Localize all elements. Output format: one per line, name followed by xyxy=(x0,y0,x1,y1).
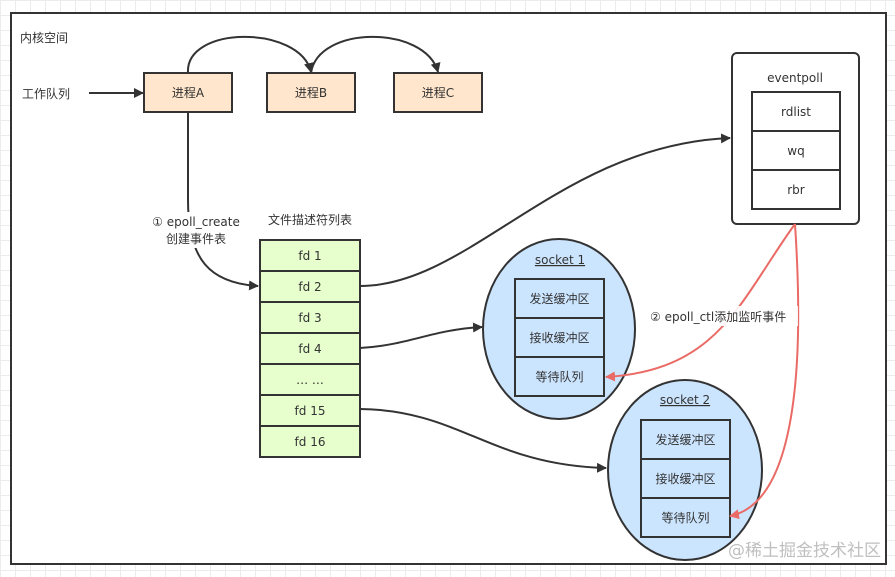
socket-field[interactable]: 接收缓冲区 xyxy=(514,317,605,358)
fd-row-cell xyxy=(259,301,361,334)
eventpoll-title: eventpoll xyxy=(767,71,823,85)
eventpoll-field-cell xyxy=(751,91,841,132)
fd2-to-eventpoll-arrow xyxy=(359,133,731,287)
socket-field[interactable]: 等待队列 xyxy=(514,356,605,397)
fd-row-cell xyxy=(259,363,361,396)
process-a-label: 进程A xyxy=(172,85,205,100)
eventpoll-box[interactable]: eventpoll rdlist wq rbr xyxy=(731,52,860,225)
fd-row[interactable]: fd 3 xyxy=(259,301,361,334)
epoll-create-label-bg xyxy=(148,212,244,248)
fd-row-label: fd 3 xyxy=(298,311,321,325)
process-a-to-b-arrow xyxy=(186,36,314,74)
socket-field[interactable]: 发送缓冲区 xyxy=(514,278,605,319)
process-a[interactable]: 进程A xyxy=(143,72,233,113)
watermark: @稀土掘金技术社区 xyxy=(728,541,881,561)
socket-field-label: 发送缓冲区 xyxy=(655,432,715,447)
eventpoll-field-cell xyxy=(751,169,841,210)
fd-table-title: 文件描述符列表 xyxy=(268,212,352,227)
fd-row-label: fd 1 xyxy=(298,249,321,263)
socket-field-cell xyxy=(640,497,731,538)
fd4-to-socket1-arrow xyxy=(359,322,483,349)
socket-field-label: 等待队列 xyxy=(661,510,709,525)
process-b-to-c-arrow xyxy=(310,36,441,74)
eventpoll-field-label: wq xyxy=(787,144,804,158)
socket-field[interactable]: 接收缓冲区 xyxy=(640,458,731,499)
epoll-create-label-line1: ① epoll_create xyxy=(152,215,240,229)
socket-field-cell xyxy=(514,317,605,358)
fd-table: fd 1 fd 2 fd 3 fd 4 … … fd 15 fd 16 xyxy=(259,239,361,458)
fd-row[interactable]: fd 2 xyxy=(259,270,361,303)
eventpoll-field[interactable]: rbr xyxy=(751,169,841,210)
kernel-space-label: 内核空间 xyxy=(20,31,68,45)
eventpoll-to-socket1-wait-queue-arrow xyxy=(605,223,796,382)
socket-field[interactable]: 发送缓冲区 xyxy=(640,419,731,460)
fd-row-label: fd 16 xyxy=(295,435,326,449)
fd-row[interactable]: … … xyxy=(259,363,361,396)
fd15-to-socket2-arrow xyxy=(359,408,607,473)
socket-2-title: socket 2 xyxy=(660,393,710,407)
epoll-ctl-label: ② epoll_ctl添加监听事件 xyxy=(650,310,786,324)
process-c-label: 进程C xyxy=(422,85,454,100)
socket-field[interactable]: 等待队列 xyxy=(640,497,731,538)
epoll-create-arrow xyxy=(187,112,259,291)
fd-row[interactable]: fd 1 xyxy=(259,239,361,272)
socket-field-cell xyxy=(514,278,605,319)
socket-1-title: socket 1 xyxy=(535,253,585,267)
fd-row-label: fd 4 xyxy=(298,342,321,356)
socket-field-label: 接收缓冲区 xyxy=(655,471,715,486)
eventpoll-to-socket2-wait-queue-arrow xyxy=(729,223,800,520)
fd-row[interactable]: fd 15 xyxy=(259,394,361,427)
process-b[interactable]: 进程B xyxy=(266,72,356,113)
fd-row-cell xyxy=(259,394,361,427)
eventpoll-field-label: rbr xyxy=(787,183,805,197)
socket-field-cell xyxy=(514,356,605,397)
socket-field-label: 接收缓冲区 xyxy=(529,330,589,345)
socket-field-label: 等待队列 xyxy=(535,369,583,384)
fd-row-label: … … xyxy=(296,373,324,387)
fd-row[interactable]: fd 16 xyxy=(259,425,361,458)
epoll-create-label-line2: 创建事件表 xyxy=(166,232,226,246)
process-c[interactable]: 进程C xyxy=(393,72,483,113)
fd-row[interactable]: fd 4 xyxy=(259,332,361,365)
eventpoll-field[interactable]: wq xyxy=(751,130,841,171)
fd-row-cell xyxy=(259,239,361,272)
fd-row-cell xyxy=(259,332,361,365)
fd-row-label: fd 15 xyxy=(295,404,326,418)
fd-row-cell xyxy=(259,270,361,303)
process-b-label: 进程B xyxy=(295,85,327,100)
eventpoll-field[interactable]: rdlist xyxy=(751,91,841,132)
epoll-ctl-label-bg xyxy=(648,306,798,326)
fd-row-label: fd 2 xyxy=(298,280,321,294)
work-queue-label: 工作队列 xyxy=(22,86,70,101)
fd-row-cell xyxy=(259,425,361,458)
socket-field-label: 发送缓冲区 xyxy=(529,291,589,306)
eventpoll-field-label: rdlist xyxy=(781,105,811,119)
